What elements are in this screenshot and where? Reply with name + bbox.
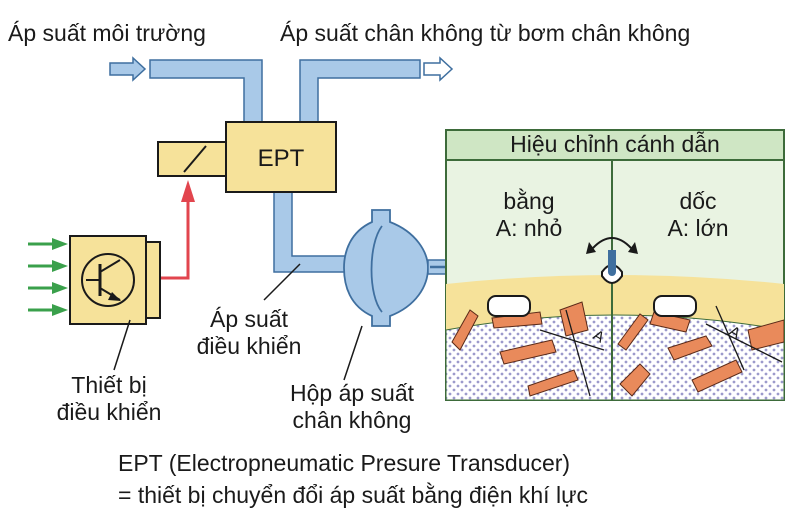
ept-box: EPT: [225, 121, 337, 193]
controller-unit: [69, 235, 161, 325]
vacuum-box-line1: Hộp áp suất: [289, 380, 415, 406]
input-arrow-icon: [28, 238, 68, 250]
input-arrow-icon: [28, 282, 68, 294]
transistor-icon: [81, 253, 135, 307]
ambient-arrow-icon: [109, 56, 147, 82]
actuator-lever-icon: [586, 237, 638, 284]
vacuum-pressure-label: Áp suất chân không từ bơm chân không: [280, 20, 691, 46]
panel-title: Hiệu chỉnh cánh dẫn: [510, 131, 720, 157]
input-arrow-icon: [28, 304, 68, 316]
panel-left-state: bằng A: nhỏ: [446, 188, 612, 242]
vacuum-pressure-pipe: [299, 56, 454, 123]
angle-lines: [539, 305, 783, 397]
control-signal-line: [160, 180, 195, 280]
panel-right-line1: dốc: [679, 188, 717, 214]
panel-right-state: dốc A: lớn: [612, 188, 784, 242]
caption-line2: = thiết bị chuyển đổi áp suất bằng điện …: [118, 482, 588, 508]
caption-line1: EPT (Electropneumatic Presure Transducer…: [118, 450, 571, 476]
control-pressure-line1: Áp suất: [210, 306, 288, 332]
ambient-pressure-label: Áp suất môi trường: [8, 20, 206, 46]
vane-icon: [451, 301, 784, 397]
vane-slot-icon: [487, 295, 697, 317]
panel-right-line2: A: lớn: [667, 215, 729, 241]
control-pressure-pipe: [273, 191, 353, 273]
input-arrow-icon: [28, 260, 68, 272]
panel-left-line2: A: nhỏ: [495, 215, 563, 241]
controller-line2: điều khiển: [56, 399, 162, 425]
vacuum-box-label: Hộp áp suất chân không: [272, 380, 432, 434]
panel-left-line1: bằng: [503, 188, 555, 214]
ept-label: EPT: [258, 145, 305, 172]
vane-adjustment-panel: A A: [445, 129, 785, 401]
controller-label: Thiết bị điều khiển: [34, 372, 184, 426]
control-pressure-line2: điều khiển: [196, 333, 302, 359]
controller-input-arrows: [28, 238, 68, 316]
vacuum-arrow-icon: [423, 56, 454, 82]
control-pressure-label: Áp suất điều khiển: [174, 306, 324, 360]
solenoid-coil: [157, 141, 227, 177]
vacuum-box-line2: chân không: [292, 407, 412, 433]
signal-arrow-icon: [181, 180, 195, 202]
leader-lines: [113, 263, 363, 381]
controller-line1: Thiết bị: [71, 372, 147, 398]
ambient-pressure-pipe: [109, 56, 263, 123]
